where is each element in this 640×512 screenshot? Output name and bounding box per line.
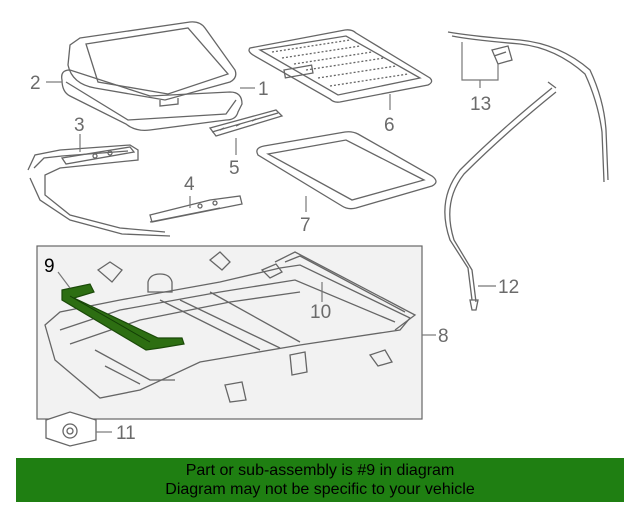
callout-8: 8 [438, 326, 449, 347]
callout-13: 13 [470, 94, 491, 115]
hose-clip[interactable] [491, 45, 513, 65]
outer-seal-frame[interactable] [256, 131, 437, 210]
sunroof-parts-diagram: 1 2 3 4 5 6 7 8 9 10 11 12 13 [27, 21, 609, 447]
sunroof-glass-panel[interactable] [67, 21, 237, 107]
banner-line-2: Diagram may not be specific to your vehi… [165, 481, 475, 498]
callout-6: 6 [384, 115, 395, 136]
callout-1: 1 [258, 79, 269, 100]
sunroof-motor[interactable] [45, 411, 97, 447]
left-rail-assembly[interactable] [27, 144, 171, 237]
sunroof-frame-assembly[interactable] [36, 245, 423, 420]
callout-3: 3 [74, 115, 85, 136]
highlighted-part-9[interactable] [61, 283, 185, 351]
callout-10: 10 [310, 302, 331, 323]
callout-2: 2 [30, 73, 41, 94]
drain-hose[interactable] [444, 31, 609, 311]
part-info-banner: Part or sub-assembly is #9 in diagram Di… [16, 458, 624, 502]
sunshade-panel[interactable] [248, 29, 433, 103]
callout-5: 5 [229, 158, 240, 179]
callout-12: 12 [498, 277, 519, 298]
banner-line-1: Part or sub-assembly is #9 in diagram [185, 462, 455, 479]
right-rail-assembly[interactable] [149, 195, 243, 223]
callout-9: 9 [44, 256, 55, 277]
callout-11: 11 [116, 423, 136, 444]
leader-lines [46, 81, 496, 433]
glass-seal[interactable] [61, 69, 243, 132]
callout-4: 4 [184, 174, 195, 195]
wind-deflector-strip[interactable] [208, 109, 284, 137]
callout-7: 7 [300, 215, 311, 236]
